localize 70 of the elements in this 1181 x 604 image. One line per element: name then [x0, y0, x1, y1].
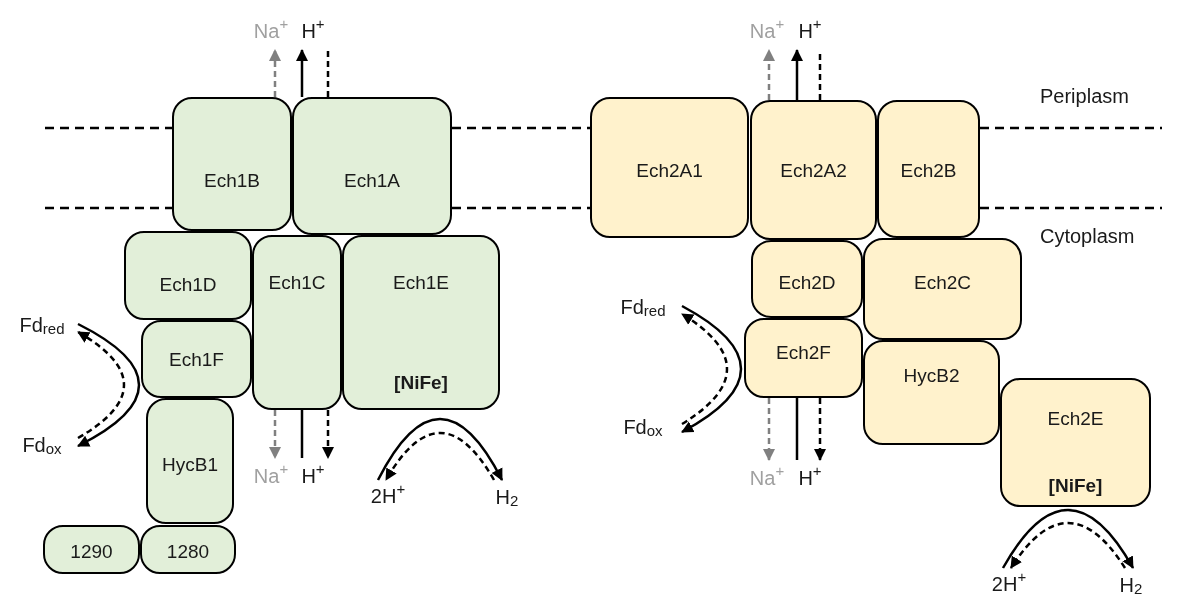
- protein-subunit-box: [141, 320, 252, 398]
- protein-subunit-box: [124, 231, 252, 320]
- subunit-name: Ech1E: [393, 272, 449, 292]
- protein-subunit-box: [342, 235, 500, 410]
- protein-subunit-box: [877, 100, 980, 238]
- curved-arrow: [384, 431, 496, 481]
- subunit-name: HycB2: [903, 365, 960, 385]
- chemical-species-label: Fd$_{red}$: [6, 308, 78, 342]
- arrow: [763, 49, 775, 100]
- chemical-species-label: Na$^{+}$: [250, 12, 292, 50]
- chemical-species-label: Fd$_{red}$: [604, 290, 682, 324]
- protein-subunit-box: [252, 235, 342, 410]
- arrow: [322, 410, 334, 459]
- subunit-name: HycB1: [162, 454, 218, 474]
- subunit-name: 1280: [166, 541, 210, 561]
- protein-subunit-box: [1000, 378, 1151, 507]
- protein-subunit-box: [146, 398, 234, 524]
- chemical-species-label: 2H$^{+}$: [980, 568, 1038, 600]
- protein-subunit-box: [863, 340, 1000, 445]
- protein-subunit-box: [744, 318, 863, 398]
- subunit-name: 1290: [70, 541, 113, 561]
- subunit-name: Ech1F: [169, 349, 224, 369]
- chemical-species-label: 2H$^{+}$: [360, 480, 416, 512]
- cofactor-label: [NiFe]: [394, 372, 448, 392]
- subunit-name: Ech2D: [778, 272, 836, 292]
- arrow: [791, 49, 803, 100]
- curved-arrow: [681, 312, 729, 426]
- chemical-species-label: H$^{+}$: [792, 12, 828, 50]
- subunit-name: Ech1C: [268, 272, 326, 292]
- arrow: [296, 49, 308, 97]
- subunit-name: Ech1B: [204, 170, 260, 190]
- curved-arrow: [77, 330, 126, 440]
- protein-subunit-box: [751, 240, 863, 318]
- chemical-species-label: Na$^{+}$: [744, 12, 790, 50]
- curved-arrow: [77, 322, 140, 448]
- chemical-species-label: H$^{+}$: [294, 458, 332, 494]
- arrow: [269, 49, 281, 97]
- subunit-name: Ech2E: [1047, 408, 1104, 428]
- subunit-name: Ech2B: [900, 160, 957, 180]
- subunit-name: Ech1A: [344, 170, 400, 190]
- chemical-species-label: H$^{+}$: [792, 460, 828, 496]
- chemical-species-label: H$_{2}$: [486, 480, 528, 514]
- curved-arrow: [376, 418, 504, 481]
- subunit-name: Ech1D: [159, 274, 217, 294]
- chemical-species-label: Na$^{+}$: [250, 458, 292, 494]
- curved-arrow: [1001, 508, 1135, 569]
- subunit-name: Ech2A1: [636, 160, 703, 180]
- arrow: [763, 398, 775, 461]
- subunit-name: Ech2A2: [780, 160, 847, 180]
- chemical-species-label: Na$^{+}$: [744, 460, 790, 496]
- chemical-species-label: Fd$_{ox}$: [604, 410, 682, 444]
- compartment-label: Cytoplasm: [1040, 224, 1135, 249]
- protein-subunit-box: [292, 97, 452, 235]
- curved-arrow: [681, 304, 742, 434]
- subunit-name: Ech2C: [914, 272, 971, 292]
- protein-subunit-box: [43, 525, 140, 574]
- arrow: [814, 398, 826, 461]
- chemical-species-label: Fd$_{ox}$: [6, 428, 78, 462]
- subunit-name: Ech2F: [776, 342, 831, 362]
- protein-subunit-box: [590, 97, 749, 238]
- chemical-species-label: H$_{2}$: [1110, 568, 1152, 602]
- protein-subunit-box: [750, 100, 877, 240]
- protein-subunit-box: [140, 525, 236, 574]
- protein-subunit-box: [863, 238, 1022, 340]
- arrow: [269, 410, 281, 459]
- chemical-species-label: H$^{+}$: [294, 12, 332, 50]
- protein-subunit-box: [172, 97, 292, 231]
- curved-arrow: [1009, 521, 1127, 569]
- compartment-label: Periplasm: [1040, 84, 1129, 109]
- cofactor-label: [NiFe]: [1048, 475, 1103, 495]
